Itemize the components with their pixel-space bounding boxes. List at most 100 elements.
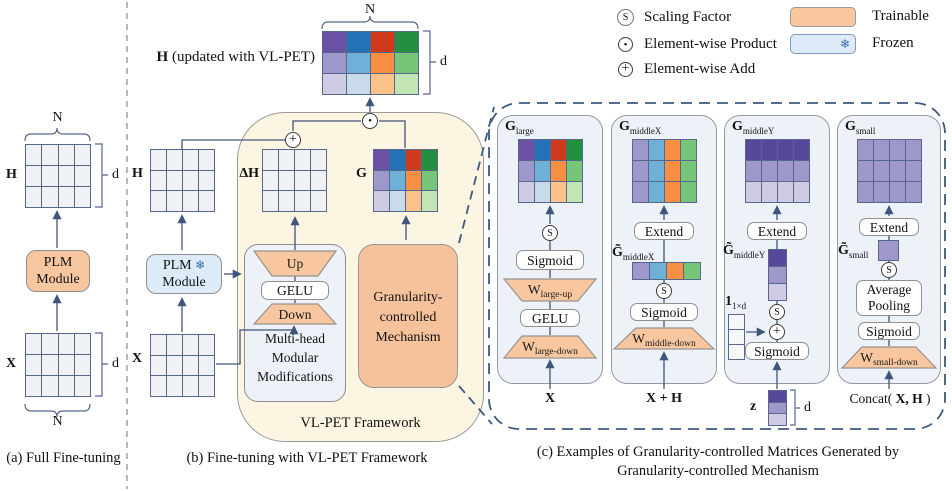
matrix-cell xyxy=(42,355,59,376)
g-middley-extend-box: Extend xyxy=(747,222,807,240)
w-large-up-trapezoid: Wlarge-up xyxy=(502,278,598,302)
scaling-glyph: S xyxy=(622,12,629,23)
g-large-title: Glarge xyxy=(505,119,534,139)
panel-c-caption-line2: Granularity-controlled Mechanism xyxy=(617,463,819,479)
matrix-cell xyxy=(794,161,810,182)
multihead-line2: Modular xyxy=(271,350,319,365)
matrix-cell xyxy=(681,182,697,203)
gtilde-sub: middleX xyxy=(622,251,655,262)
matrix-cell xyxy=(794,182,810,203)
matrix-cell xyxy=(58,334,75,355)
panel-a-x-matrix xyxy=(25,333,91,397)
matrix-cell xyxy=(746,140,762,161)
panel-a-x-label: X xyxy=(6,356,17,371)
mechanism-line2: controlled xyxy=(379,310,437,325)
matrix-cell xyxy=(519,140,535,161)
matrix-cell xyxy=(167,170,183,192)
up-projection-trapezoid: Up xyxy=(252,250,338,277)
matrix-cell xyxy=(167,355,183,377)
matrix-cell xyxy=(42,187,59,208)
matrix-cell xyxy=(406,170,422,192)
gtilde-sub: small xyxy=(848,249,869,260)
avg-line1: Average xyxy=(866,282,912,297)
matrix-cell xyxy=(374,150,390,171)
g-middlex-extend-box: Extend xyxy=(634,222,694,240)
panel-b-x-matrix xyxy=(150,334,215,397)
matrix-cell xyxy=(633,182,649,203)
g-tilde-small-label: G̃small xyxy=(838,243,868,263)
matrix-cell xyxy=(551,140,567,161)
scaling-glyph: S xyxy=(661,285,667,297)
matrix-cell xyxy=(729,345,745,360)
extend-label: Extend xyxy=(757,223,797,239)
matrix-cell xyxy=(649,161,665,182)
updated-h-bold: H xyxy=(156,49,169,65)
matrix-cell xyxy=(26,187,43,208)
product-op-icon: • xyxy=(362,113,378,129)
g-small-matrix xyxy=(857,139,922,203)
plm-line1: PLM ❄ xyxy=(163,257,205,274)
matrix-cell xyxy=(167,335,183,356)
matrix-cell xyxy=(406,150,422,171)
g-large-sigmoid-box: Sigmoid xyxy=(516,250,584,270)
matrix-cell xyxy=(551,182,567,203)
matrix-cell xyxy=(422,191,438,212)
matrix-cell xyxy=(26,334,43,355)
title-sub: large xyxy=(515,125,534,136)
g-large-matrix xyxy=(518,139,583,203)
matrix-cell xyxy=(279,150,295,171)
matrix-cell xyxy=(58,376,75,397)
matrix-cell xyxy=(890,140,906,161)
title-sub: small xyxy=(855,125,876,136)
matrix-cell xyxy=(395,32,419,53)
matrix-cell xyxy=(371,32,395,53)
w-middle-down-trapezoid: Wmiddle-down xyxy=(612,327,716,350)
matrix-cell xyxy=(58,187,75,208)
matrix-cell xyxy=(374,191,390,212)
sigmoid-label: Sigmoid xyxy=(866,323,912,339)
multihead-line3: Modifications xyxy=(257,369,333,384)
g-tilde-middlex-label: G̃middleX xyxy=(612,245,654,265)
matrix-cell xyxy=(769,267,787,284)
down-label: Down xyxy=(279,307,312,322)
matrix-cell xyxy=(422,170,438,192)
w-large-down-trapezoid: Wlarge-down xyxy=(502,335,598,359)
matrix-cell xyxy=(295,150,311,171)
matrix-cell xyxy=(371,53,395,74)
matrix-cell xyxy=(778,161,794,182)
frozen-swatch: ❄ xyxy=(790,34,856,54)
matrix-cell xyxy=(199,150,215,171)
panel-a-h-matrix xyxy=(25,144,91,208)
matrix-cell xyxy=(879,241,899,261)
matrix-cell xyxy=(323,53,347,74)
g-large-input-label: X xyxy=(544,391,556,406)
matrix-cell xyxy=(778,182,794,203)
ones-vector xyxy=(728,314,745,360)
gelu-label: GELU xyxy=(277,283,313,298)
scaling-factor-icon: S xyxy=(656,283,672,299)
matrix-cell xyxy=(183,170,199,192)
g-tilde-middley-label: G̃middleY xyxy=(723,243,765,263)
matrix-cell xyxy=(167,191,183,212)
plm-line2: Module xyxy=(36,272,80,287)
panel-a-d-bottom: d xyxy=(112,356,119,371)
ones-sub: 1×d xyxy=(732,300,747,311)
matrix-cell xyxy=(769,250,787,267)
matrix-cell xyxy=(151,170,167,192)
matrix-cell xyxy=(347,53,371,74)
legend-frozen-label: Frozen xyxy=(872,35,914,51)
title-base: G xyxy=(845,119,856,134)
matrix-cell xyxy=(199,170,215,192)
matrix-cell xyxy=(151,376,167,397)
plm-line1: PLM xyxy=(43,255,73,270)
panel-b-g-label: G xyxy=(356,166,367,181)
gelu-box: GELU xyxy=(261,281,329,300)
scaling-factor-icon: S xyxy=(542,225,558,241)
matrix-cell xyxy=(649,182,665,203)
concat-bold: X, H xyxy=(892,391,926,406)
panel-b-n-label: N xyxy=(364,2,376,17)
matrix-cell xyxy=(665,140,681,161)
matrix-cell xyxy=(74,145,91,166)
panel-a-n-bottom: N xyxy=(52,414,63,429)
